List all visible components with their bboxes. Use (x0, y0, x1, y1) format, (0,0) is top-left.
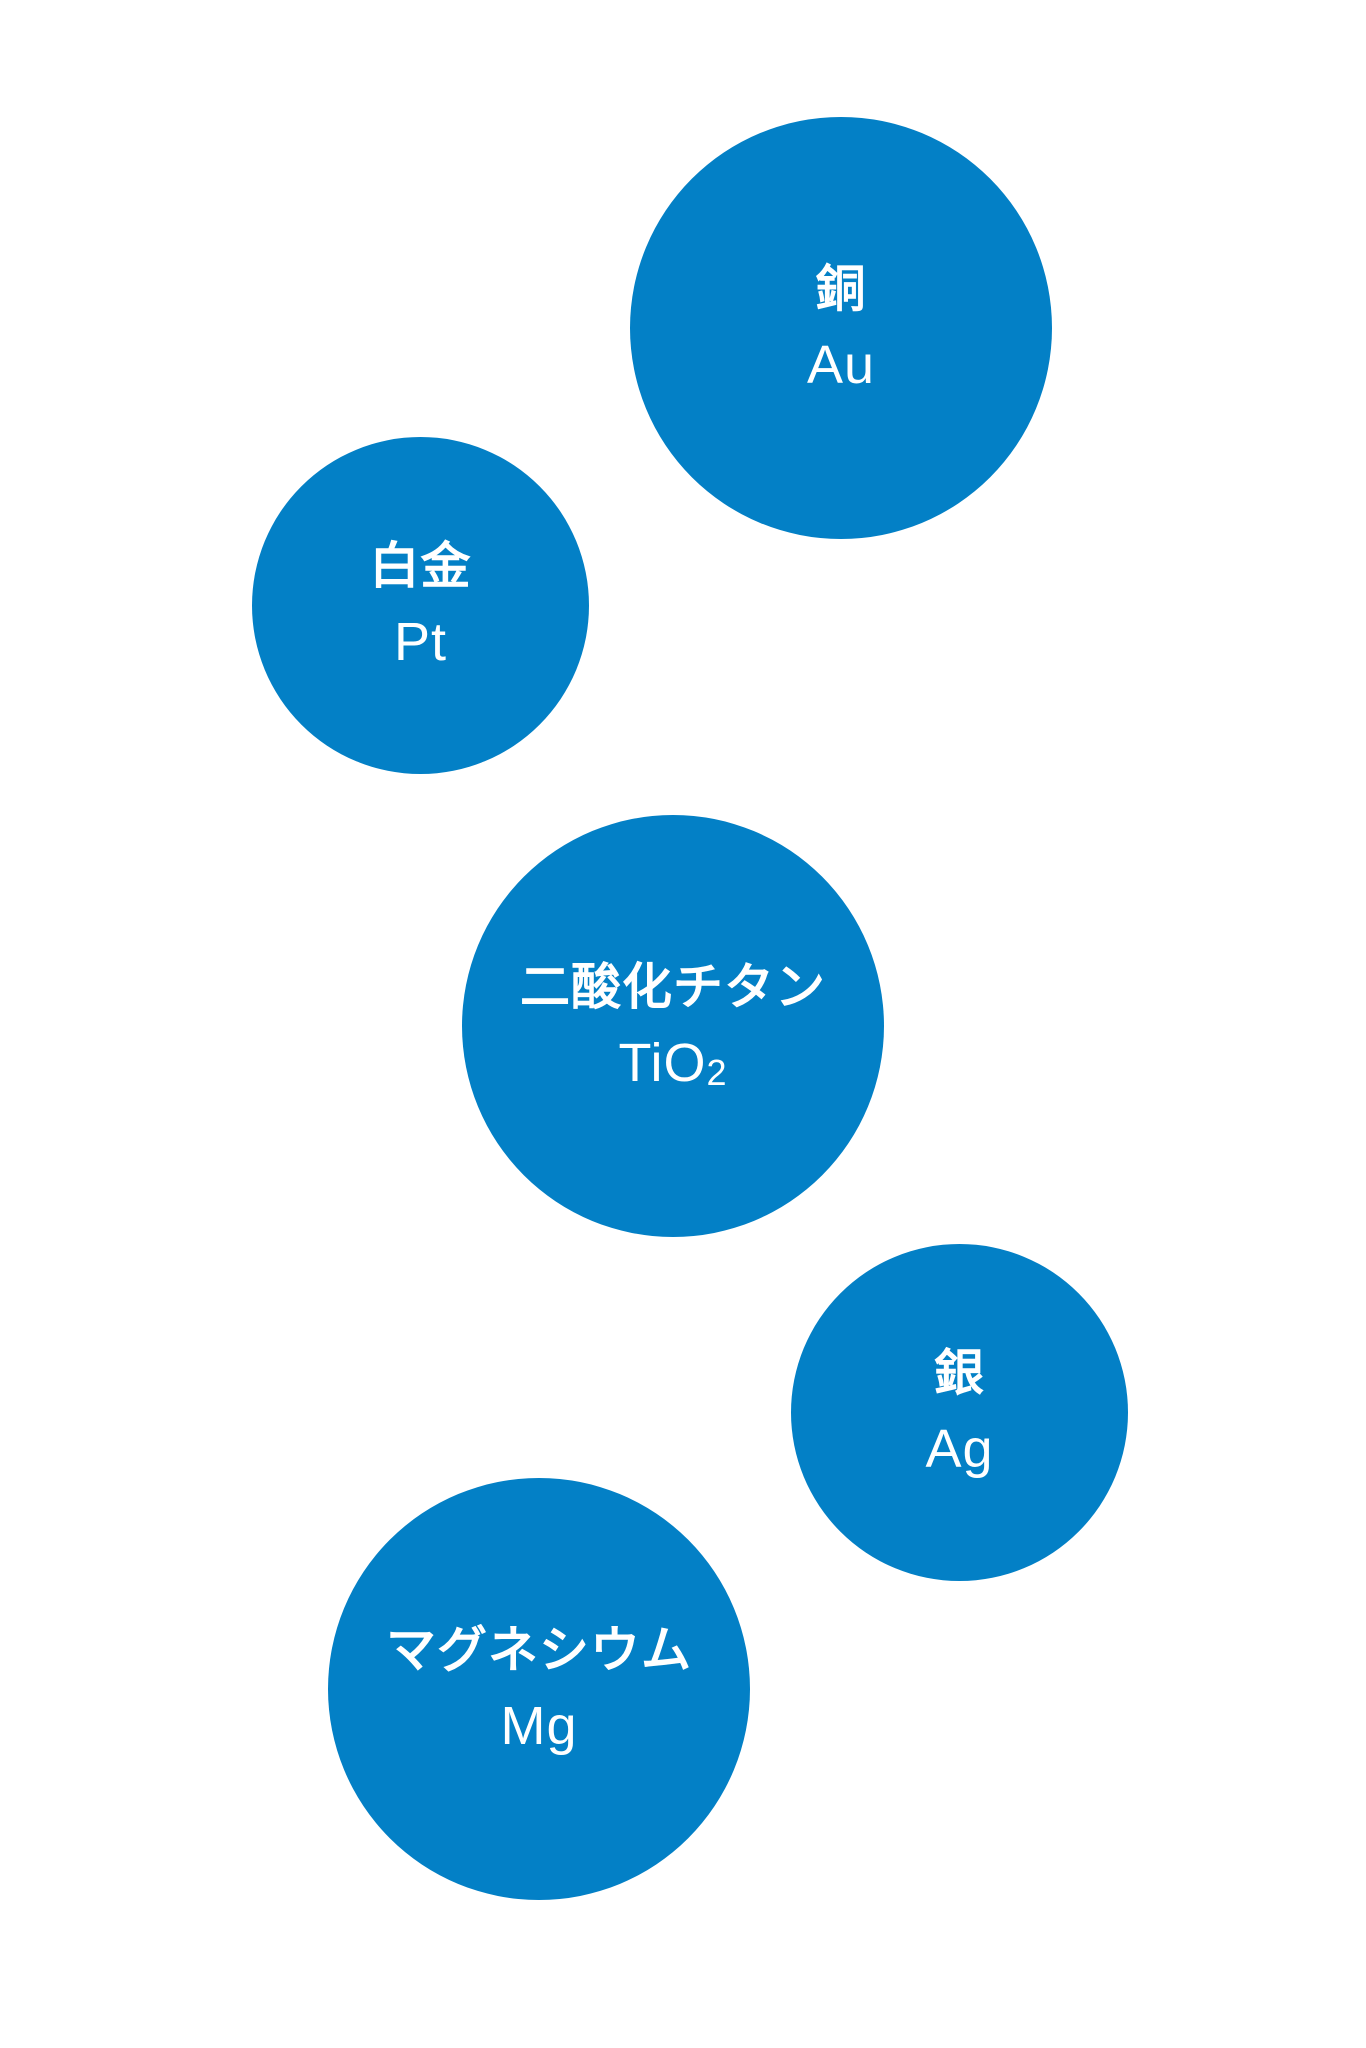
bubble-symbol: TiO2 (618, 1032, 728, 1093)
bubble-copper: 銅 Au (630, 117, 1052, 539)
bubble-name: 白金 (369, 537, 472, 596)
bubble-name: マグネシウム (386, 1620, 692, 1679)
bubble-titanium-dioxide: 二酸化チタン TiO2 (462, 815, 884, 1237)
bubble-magnesium: マグネシウム Mg (328, 1478, 750, 1900)
bubble-symbol: Au (806, 334, 876, 395)
bubble-silver: 銀 Ag (791, 1244, 1128, 1581)
bubble-platinum: 白金 Pt (252, 437, 589, 774)
bubble-name: 銀 (934, 1344, 985, 1403)
bubble-symbol: Mg (500, 1695, 578, 1756)
bubble-name: 銅 (815, 259, 867, 318)
bubble-name: 二酸化チタン (520, 957, 826, 1016)
bubble-symbol: Pt (393, 612, 448, 673)
bubble-symbol: Ag (925, 1419, 994, 1480)
